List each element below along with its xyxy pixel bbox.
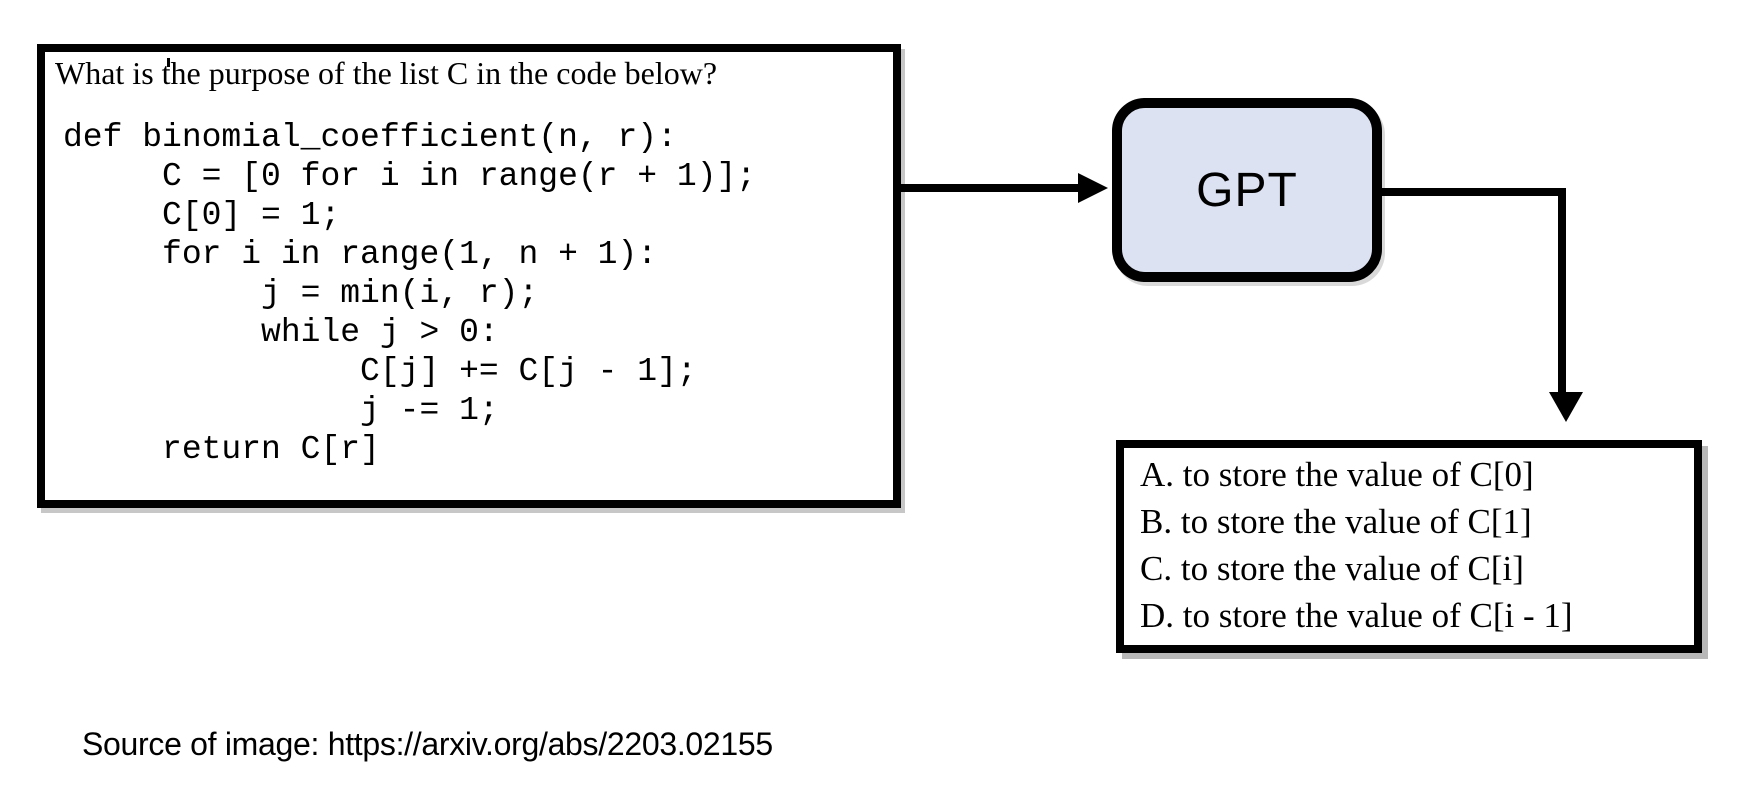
input-arrow (901, 173, 1108, 203)
answer-option-c: C. to store the value of C[i] (1140, 549, 1524, 588)
output-arrow-shaft (1378, 188, 1566, 394)
source-caption: Source of image: https://arxiv.org/abs/2… (82, 726, 773, 762)
question-code-box: What is the purpose of the list C in the… (37, 44, 901, 508)
stray-mark-artifact (167, 58, 170, 67)
answer-option-a: A. to store the value of C[0] (1140, 455, 1534, 494)
output-arrow (1378, 188, 1583, 422)
output-arrow-head (1549, 392, 1583, 422)
gpt-label: GPT (1196, 163, 1298, 217)
answer-option-b: B. to store the value of C[1] (1140, 502, 1532, 541)
answers-box: A. to store the value of C[0] B. to stor… (1116, 440, 1702, 653)
input-arrow-head (1078, 173, 1108, 203)
question-text: What is the purpose of the list C in the… (55, 55, 718, 91)
code-block: def binomial_coefficient(n, r): C = [0 f… (63, 119, 757, 468)
answer-option-d: D. to store the value of C[i - 1] (1140, 596, 1573, 635)
gpt-node: GPT (1112, 98, 1382, 282)
